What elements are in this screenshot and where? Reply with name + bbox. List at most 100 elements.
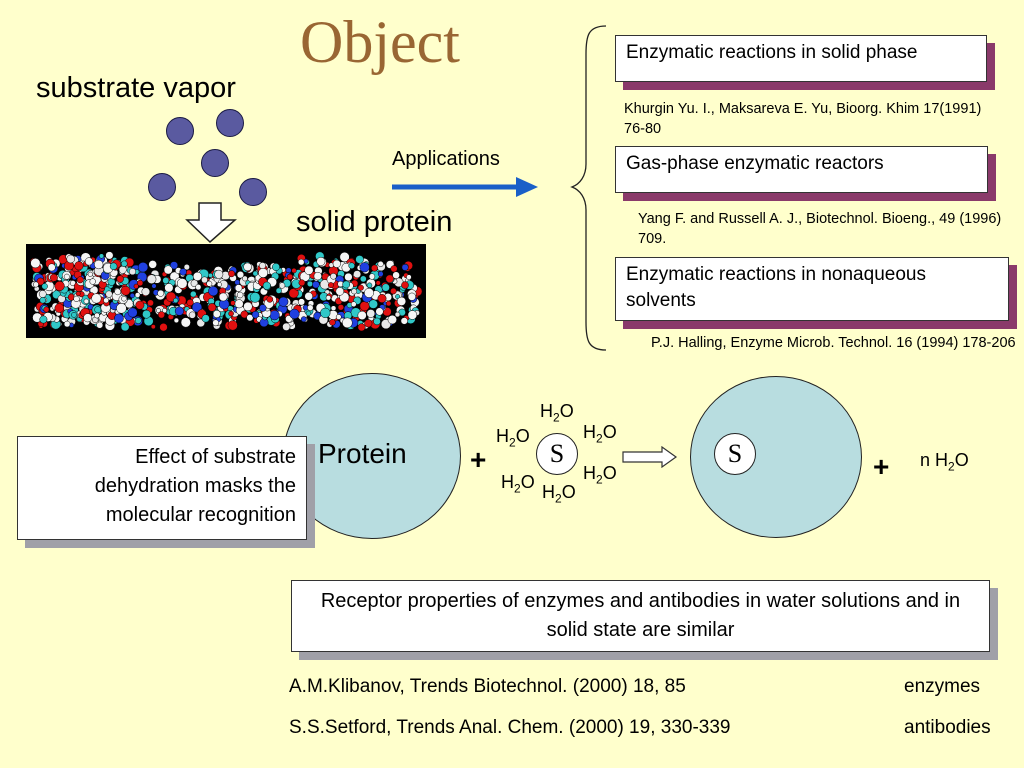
literature-topic: antibodies — [904, 717, 991, 738]
protein-atom — [381, 283, 390, 292]
protein-atom — [201, 276, 208, 284]
protein-atom — [157, 311, 165, 319]
protein-atom — [66, 254, 75, 264]
protein-atom — [304, 292, 313, 301]
protein-atom — [47, 263, 56, 272]
protein-atom — [162, 277, 170, 284]
protein-atom — [395, 294, 401, 300]
protein-atom — [258, 267, 269, 278]
protein-atom — [385, 274, 394, 283]
protein-atom — [107, 277, 116, 286]
protein-atom — [228, 310, 234, 317]
protein-atom — [71, 312, 77, 318]
protein-atom — [36, 277, 45, 286]
protein-atom — [89, 278, 96, 285]
protein-atom — [401, 281, 409, 289]
protein-atom — [83, 313, 93, 323]
protein-atom — [335, 314, 342, 320]
protein-atom — [39, 296, 47, 304]
protein-atom — [306, 280, 314, 287]
protein-atom — [407, 292, 416, 301]
protein-atom — [251, 310, 260, 319]
protein-atom — [83, 298, 89, 304]
protein-atom — [329, 319, 336, 326]
protein-atom — [228, 270, 236, 278]
protein-atom — [116, 303, 127, 314]
protein-atom — [342, 280, 351, 289]
protein-atom — [191, 302, 203, 313]
protein-atom — [394, 311, 401, 318]
down-arrow-icon — [185, 202, 237, 244]
protein-atom — [206, 280, 213, 287]
protein-atom — [335, 287, 345, 296]
substrate-vapor-label: substrate vapor — [36, 72, 236, 104]
protein-atom — [387, 314, 397, 325]
protein-atom — [190, 290, 197, 298]
protein-atom — [307, 304, 314, 311]
protein-structure-image — [26, 244, 426, 338]
protein-atom — [242, 275, 248, 282]
protein-atom — [259, 262, 266, 270]
protein-atom — [63, 320, 71, 328]
protein-atom — [137, 262, 149, 273]
protein-atom — [195, 284, 202, 291]
protein-atom — [344, 272, 353, 282]
protein-atom — [357, 284, 364, 291]
protein-atom — [359, 301, 370, 312]
protein-atom — [327, 282, 334, 289]
protein-atom — [339, 251, 350, 263]
plus-sign: + — [873, 451, 890, 482]
water-molecule-label: H2O — [501, 472, 535, 496]
protein-atom — [236, 271, 245, 279]
protein-atom — [304, 265, 314, 275]
protein-atom — [359, 275, 367, 283]
protein-atom — [121, 260, 128, 268]
protein-atom — [136, 279, 144, 287]
protein-atom — [98, 253, 105, 259]
application-box: Gas-phase enzymatic reactors — [615, 146, 988, 193]
protein-label: Protein — [318, 438, 407, 469]
protein-atom — [297, 258, 305, 266]
protein-atom — [84, 257, 94, 266]
protein-atom — [371, 264, 378, 272]
protein-atom — [54, 303, 65, 313]
protein-atom — [212, 310, 221, 318]
protein-atom — [313, 271, 322, 281]
protein-atom — [129, 293, 135, 299]
protein-atom — [127, 307, 138, 318]
protein-atom — [141, 287, 151, 296]
protein-atom — [286, 273, 294, 281]
protein-atom — [342, 317, 353, 329]
protein-atom — [278, 296, 289, 307]
protein-atom — [134, 292, 141, 298]
protein-atom — [207, 303, 217, 312]
protein-atom — [249, 292, 261, 303]
protein-atom — [351, 288, 358, 295]
protein-atom — [316, 256, 326, 266]
substrate-label: S — [549, 439, 565, 468]
reaction-arrow-icon — [622, 446, 678, 468]
effect-note-box: Effect of substrate dehydration masks th… — [17, 436, 307, 540]
protein-atom — [355, 255, 364, 264]
water-molecule-label: H2O — [583, 422, 617, 446]
protein-atom — [120, 322, 130, 332]
protein-atom — [320, 307, 331, 319]
protein-atom — [300, 316, 307, 323]
protein-atom — [392, 271, 400, 279]
protein-atom — [39, 315, 48, 324]
bound-substrate-circle: S — [714, 433, 756, 475]
water-molecule-label: H2O — [496, 426, 530, 450]
protein-atom — [188, 311, 196, 319]
protein-atom — [401, 263, 409, 271]
bound-substrate-label: S — [727, 439, 743, 468]
protein-atom — [285, 267, 292, 274]
protein-atom — [390, 265, 398, 273]
protein-atom — [325, 295, 332, 301]
protein-atom — [94, 259, 104, 270]
protein-atom — [234, 284, 243, 292]
protein-atom — [243, 301, 253, 312]
protein-atom — [142, 309, 151, 319]
right-arrow-icon — [392, 177, 538, 197]
applications-label: Applications — [392, 148, 500, 170]
protein-atom — [275, 287, 282, 294]
